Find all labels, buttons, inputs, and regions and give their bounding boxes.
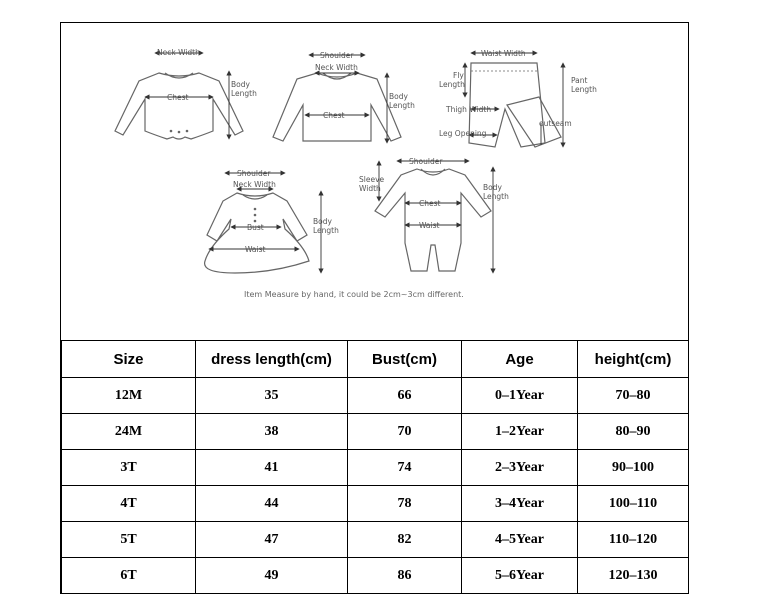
header-dress-length: dress length(cm) — [195, 340, 348, 378]
pants-waist-width-label: Waist Width — [481, 49, 526, 58]
dress-length-cell: 47 — [195, 521, 348, 558]
pants-leg-opening-label: Leg Opening — [439, 129, 487, 138]
bodysuit-illustration: Neck Width Body Length Chest — [114, 48, 257, 140]
dress-length-label: Length — [313, 226, 339, 235]
header-height: height(cm) — [577, 340, 689, 378]
size-cell: 3T — [61, 449, 196, 486]
age-cell: 0–1Year — [461, 377, 578, 414]
pants-pant-length-label: Length — [571, 85, 597, 94]
table-row: 5T 47 82 4–5Year 110–120 — [61, 521, 689, 558]
tshirt-illustration: Shoulder Neck Width Body Length Chest — [272, 51, 415, 144]
tshirt-body-label: Body — [389, 92, 408, 101]
height-cell: 90–100 — [577, 449, 689, 486]
tshirt-shoulder-label: Shoulder — [320, 51, 354, 60]
measurement-note: Item Measure by hand, it could be 2cm~3c… — [244, 290, 464, 299]
pants-fly-label: Fly — [453, 71, 464, 80]
dress-waist-label: Waist — [245, 245, 266, 254]
dress-length-cell: 38 — [195, 413, 348, 450]
bodysuit-chest-label: Chest — [167, 93, 189, 102]
bust-cell: 74 — [347, 449, 462, 486]
dress-body-label: Body — [313, 217, 332, 226]
size-cell: 12M — [61, 377, 196, 414]
age-cell: 5–6Year — [461, 557, 578, 594]
table-row: 6T 49 86 5–6Year 120–130 — [61, 557, 689, 594]
pants-thigh-width-label: Thigh Width — [445, 105, 491, 114]
height-cell: 100–110 — [577, 485, 689, 522]
dress-illustration: Shoulder Neck Width Body Length Bust Wai… — [203, 169, 339, 274]
bust-cell: 82 — [347, 521, 462, 558]
bust-cell: 70 — [347, 413, 462, 450]
jumpsuit-waist-label: Waist — [419, 221, 440, 230]
age-cell: 1–2Year — [461, 413, 578, 450]
pants-outseam-label: outseam — [539, 119, 572, 128]
height-cell: 110–120 — [577, 521, 689, 558]
tshirt-length-label: Length — [389, 101, 415, 110]
size-table: Size dress length(cm) Bust(cm) Age heigh… — [61, 340, 689, 594]
bust-cell: 66 — [347, 377, 462, 414]
pants-pant-label: Pant — [571, 76, 588, 85]
table-row: 12M 35 66 0–1Year 70–80 — [61, 377, 689, 414]
header-age: Age — [461, 340, 578, 378]
size-cell: 5T — [61, 521, 196, 558]
age-cell: 3–4Year — [461, 485, 578, 522]
bust-cell: 86 — [347, 557, 462, 594]
tshirt-chest-label: Chest — [323, 111, 345, 120]
table-row: 4T 44 78 3–4Year 100–110 — [61, 485, 689, 522]
measurement-diagram: Neck Width Body Length Chest Shoulder Ne… — [61, 23, 688, 340]
dress-length-cell: 35 — [195, 377, 348, 414]
bodysuit-neck-width-label: Neck Width — [157, 48, 200, 57]
measurement-illustrations: Neck Width Body Length Chest Shoulder Ne… — [114, 48, 597, 299]
jumpsuit-sleeve-label: Sleeve — [359, 175, 385, 184]
jumpsuit-chest-label: Chest — [419, 199, 441, 208]
pants-illustration: Waist Width Fly Length Pant Length Thigh… — [439, 49, 597, 148]
dress-length-cell: 41 — [195, 449, 348, 486]
jumpsuit-sleeve-width-label: Width — [359, 184, 381, 193]
table-row: 3T 41 74 2–3Year 90–100 — [61, 449, 689, 486]
dress-neck-width-label: Neck Width — [233, 180, 276, 189]
size-chart-sheet: Neck Width Body Length Chest Shoulder Ne… — [60, 22, 689, 594]
age-cell: 4–5Year — [461, 521, 578, 558]
dress-shoulder-label: Shoulder — [237, 169, 271, 178]
header-bust: Bust(cm) — [347, 340, 462, 378]
size-cell: 24M — [61, 413, 196, 450]
bodysuit-body-label: Body — [231, 80, 250, 89]
bodysuit-length-label: Length — [231, 89, 257, 98]
dress-bust-label: Bust — [247, 223, 264, 232]
tshirt-neck-width-label: Neck Width — [315, 63, 358, 72]
height-cell: 80–90 — [577, 413, 689, 450]
pants-fly-length-label: Length — [439, 80, 465, 89]
size-cell: 6T — [61, 557, 196, 594]
jumpsuit-shoulder-label: Shoulder — [409, 157, 443, 166]
bust-cell: 78 — [347, 485, 462, 522]
table-header-row: Size dress length(cm) Bust(cm) Age heigh… — [61, 340, 689, 378]
dress-length-cell: 44 — [195, 485, 348, 522]
jumpsuit-illustration: Shoulder Sleeve Width Body Length Chest … — [359, 157, 509, 274]
jumpsuit-length-label: Length — [483, 192, 509, 201]
height-cell: 70–80 — [577, 377, 689, 414]
age-cell: 2–3Year — [461, 449, 578, 486]
size-cell: 4T — [61, 485, 196, 522]
jumpsuit-body-label: Body — [483, 183, 502, 192]
height-cell: 120–130 — [577, 557, 689, 594]
header-size: Size — [61, 340, 196, 378]
table-row: 24M 38 70 1–2Year 80–90 — [61, 413, 689, 450]
dress-length-cell: 49 — [195, 557, 348, 594]
